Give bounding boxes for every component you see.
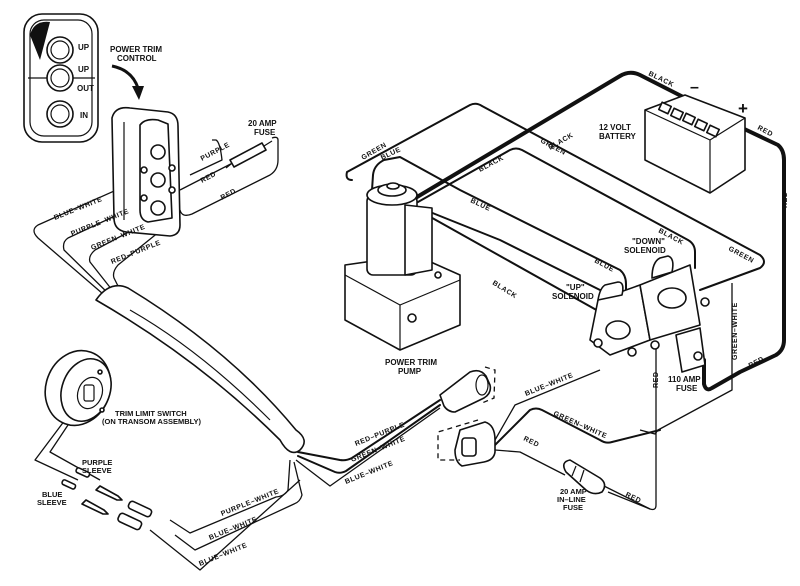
control-label-1: POWER TRIM [110,45,162,54]
label-green-white-right: GREEN–WHITE [732,302,739,360]
fuse-inline-20-amp[interactable] [562,459,606,495]
purple-sleeve[interactable] [75,467,91,478]
label-red-2: RED [220,188,238,202]
wire-black-down [417,147,696,269]
wire-blue-top [371,156,627,339]
up-solenoid-label-2: SOLENOID [552,292,594,301]
inline-fuse-label-1: 20 AMP [560,487,587,496]
label-red-vertical: RED [653,371,660,388]
wire-green-white-r [494,407,661,446]
wire-battery-red [702,125,786,392]
down-solenoid[interactable] [639,255,710,350]
wire-blue-white-h [33,174,151,301]
wiring-harness [95,284,305,454]
socket-connector[interactable] [437,419,496,467]
wire-control-purple [189,139,223,176]
fuse-110-label-1: 110 AMP [668,375,701,384]
inline-fuse-label-2: IN–LINE [557,495,586,504]
wire-switch-lead-1 [34,419,79,481]
wire-red-purple [297,399,441,462]
fuse-20-amp[interactable] [225,140,273,169]
purple-sleeve-label-1: PURPLE [82,458,112,467]
battery-cells [657,101,721,138]
label-purple-white-sw: PURPLE–WHITE [220,488,280,518]
label-red-purple-h: RED–PURPLE [110,239,162,265]
label-red-right: RED [782,191,789,208]
up-solenoid-label-1: "UP" [566,283,585,292]
label-blue-white-sw: BLUE–WHITE [208,516,258,542]
label-blue-2: BLUE [593,258,615,274]
wire-blue [429,211,601,291]
wire-red-solenoid [599,345,657,511]
label-red-fuse: RED [624,492,642,506]
power-trim-control[interactable]: UP UP OUT IN [23,13,99,143]
arrow-icon [111,64,140,89]
wire-red-purple-h [112,214,181,301]
wire-green-white [297,404,441,474]
label-blue-white-sw2: BLUE–WHITE [198,542,248,568]
label-purple: PURPLE [200,142,232,163]
power-trim-pump[interactable] [344,182,461,351]
inline-fuse-label-3: FUSE [563,503,583,512]
wire-black-up [417,209,601,313]
fuse-110-label-2: FUSE [676,384,698,393]
label-red-1: RED [200,171,218,185]
battery-label-1: 12 VOLT [599,123,631,132]
label-blue-white-h: BLUE–WHITE [53,196,103,222]
wire-blue-white-sw [174,461,303,551]
label-black-3: BLACK [491,280,518,301]
wire-red-fuse [607,491,651,510]
label-red-110: RED [748,356,766,370]
purple-sleeve-label-2: SLEEVE [82,466,112,475]
wire-blue-white-r [494,369,601,441]
control-label-2: CONTROL [117,54,157,63]
label-green-2: GREEN [727,246,755,265]
battery-label-2: BATTERY [599,132,637,141]
limit-switch-label-2: (ON TRANSOM ASSEMBLY) [102,417,202,426]
label-red-r: RED [522,436,540,450]
blue-pin [81,499,109,515]
fuse-20-label-1: 20 AMP [248,119,277,128]
blue-sleeve-label-1: BLUE [42,490,62,499]
arrow-head-icon [132,86,144,100]
battery[interactable]: – + [644,79,748,194]
wire-blue-white-sw2 [149,479,301,571]
pump-label-2: PUMP [398,367,422,376]
down-solenoid-label-1: "DOWN" [632,237,665,246]
plug-connector[interactable] [439,366,496,413]
label-blue-white-r: BLUE–WHITE [524,372,574,398]
button-label-out: OUT [77,84,94,93]
wire-purple-white-h [62,194,161,301]
blue-white-socket [117,512,143,531]
fuse-20-label-2: FUSE [254,128,276,137]
purple-pin [95,485,123,501]
purple-white-socket [127,500,153,518]
button-label-up-1: UP [78,43,90,52]
blue-sleeve-label-2: SLEEVE [37,498,67,507]
wire-red-r [494,449,566,476]
trim-limit-switch[interactable] [35,341,121,434]
button-label-in: IN [80,111,88,120]
limit-switch-label-1: TRIM LIMIT SWITCH [115,409,187,418]
fuse-110-amp[interactable] [675,327,706,373]
sleeve-connectors [61,467,153,531]
battery-negative-sign: – [690,79,699,96]
wires [33,70,786,571]
down-solenoid-label-2: SOLENOID [624,246,666,255]
pump-label-1: POWER TRIM [385,358,437,367]
control-rear-view [111,106,181,237]
wire-battery-black [410,70,697,202]
button-label-up-2: UP [78,65,90,74]
blue-sleeve[interactable] [61,479,77,490]
wire-control-red-2 [179,136,279,216]
label-green-white-r: GREEN–WHITE [552,410,608,440]
wire-blue-white [295,407,441,487]
control-shading [30,21,50,60]
wire-green [345,102,765,291]
wire-green-white-h [88,209,171,301]
up-solenoid[interactable] [589,281,651,357]
battery-positive-sign: + [738,99,748,118]
label-blue-white: BLUE–WHITE [344,460,394,486]
